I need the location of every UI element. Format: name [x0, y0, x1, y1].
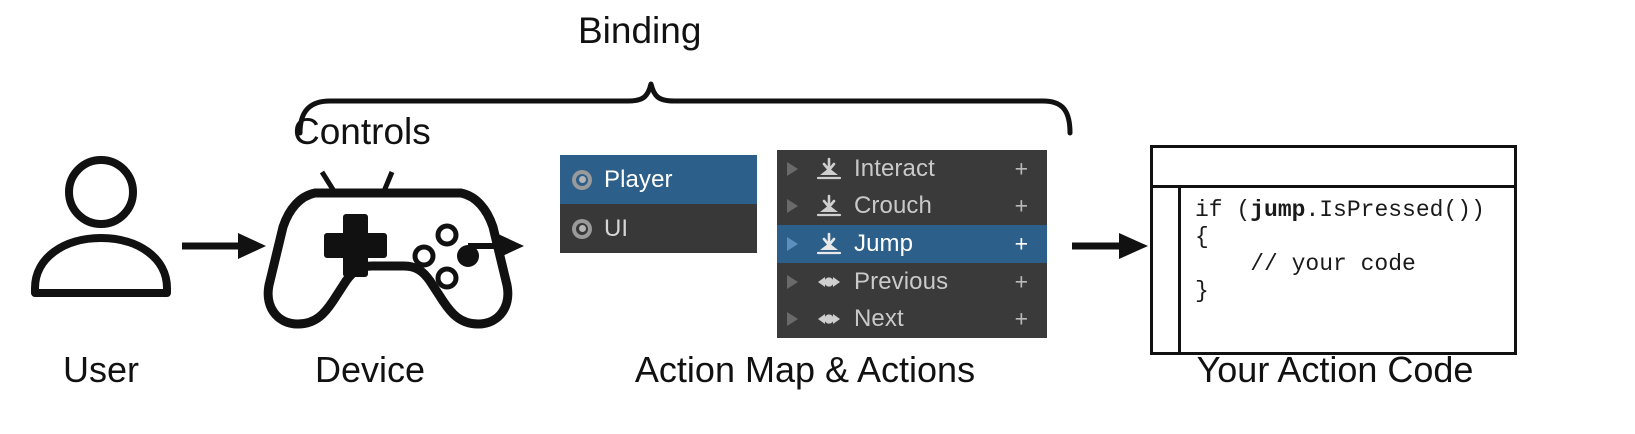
code-window-body: if (jump.IsPressed()){ // your code} [1153, 188, 1514, 352]
plus-icon[interactable]: + [1014, 155, 1028, 182]
action-row-interact[interactable]: Interact + [777, 150, 1047, 188]
action-row-next[interactable]: Next + [777, 300, 1047, 338]
user-person-icon [31, 156, 171, 297]
plus-icon[interactable]: + [1014, 192, 1028, 219]
code-line: // your code [1195, 251, 1416, 277]
foldout-triangle-icon[interactable] [787, 274, 798, 289]
code-line: if (jump.IsPressed()) [1195, 197, 1485, 223]
brace-icon [297, 81, 1073, 136]
caption-user: User [62, 349, 139, 390]
foldout-triangle-icon[interactable] [787, 199, 798, 214]
action-map-circle-icon [572, 169, 592, 190]
action-map-label: Player [604, 165, 673, 193]
value-axis-action-type-icon [818, 314, 840, 325]
plus-icon[interactable]: + [1014, 230, 1028, 257]
plus-icon[interactable]: + [1014, 268, 1028, 295]
code-line: } [1195, 278, 1209, 304]
arrow-right-icon [1072, 233, 1148, 259]
action-row-jump[interactable]: Jump + [777, 225, 1047, 263]
action-map-circle-icon [572, 218, 592, 239]
caption-action-map-actions: Action Map & Actions [634, 349, 976, 390]
foldout-triangle-icon[interactable] [787, 236, 798, 251]
action-label: Jump [854, 229, 914, 257]
code-line: { [1195, 224, 1209, 250]
code-gutter [1153, 188, 1181, 352]
foldout-triangle-icon[interactable] [787, 312, 798, 327]
code-window: if (jump.IsPressed()){ // your code} [1150, 145, 1517, 355]
action-map-label: UI [604, 214, 629, 242]
binding-label: Binding [578, 10, 702, 51]
arrow-right-icon [182, 233, 266, 259]
arrow-right-icon [468, 233, 524, 259]
action-label: Next [854, 305, 904, 333]
code-text[interactable]: if (jump.IsPressed()){ // your code} [1181, 188, 1514, 352]
caption-your-action-code: Your Action Code [1196, 349, 1474, 390]
gamepad-controller-icon [263, 188, 513, 329]
action-map-row-ui[interactable]: UI [560, 204, 757, 253]
code-window-titlebar [1153, 148, 1514, 188]
action-row-crouch[interactable]: Crouch + [777, 188, 1047, 226]
action-map-panel[interactable]: Player UI [560, 155, 757, 253]
controls-label: Controls [293, 111, 431, 152]
action-label: Crouch [854, 192, 932, 220]
action-row-previous[interactable]: Previous + [777, 263, 1047, 301]
button-action-type-icon [816, 157, 842, 179]
action-map-row-player[interactable]: Player [560, 155, 757, 204]
button-action-type-icon [816, 195, 842, 217]
actions-panel[interactable]: Interact + Crouch + Jump + [777, 150, 1047, 338]
plus-icon[interactable]: + [1014, 305, 1028, 332]
button-action-type-icon [816, 232, 842, 255]
action-label: Previous [854, 267, 949, 295]
caption-device: Device [314, 349, 426, 390]
foldout-triangle-icon[interactable] [787, 161, 798, 176]
action-label: Interact [854, 154, 935, 182]
value-axis-action-type-icon [818, 276, 840, 287]
